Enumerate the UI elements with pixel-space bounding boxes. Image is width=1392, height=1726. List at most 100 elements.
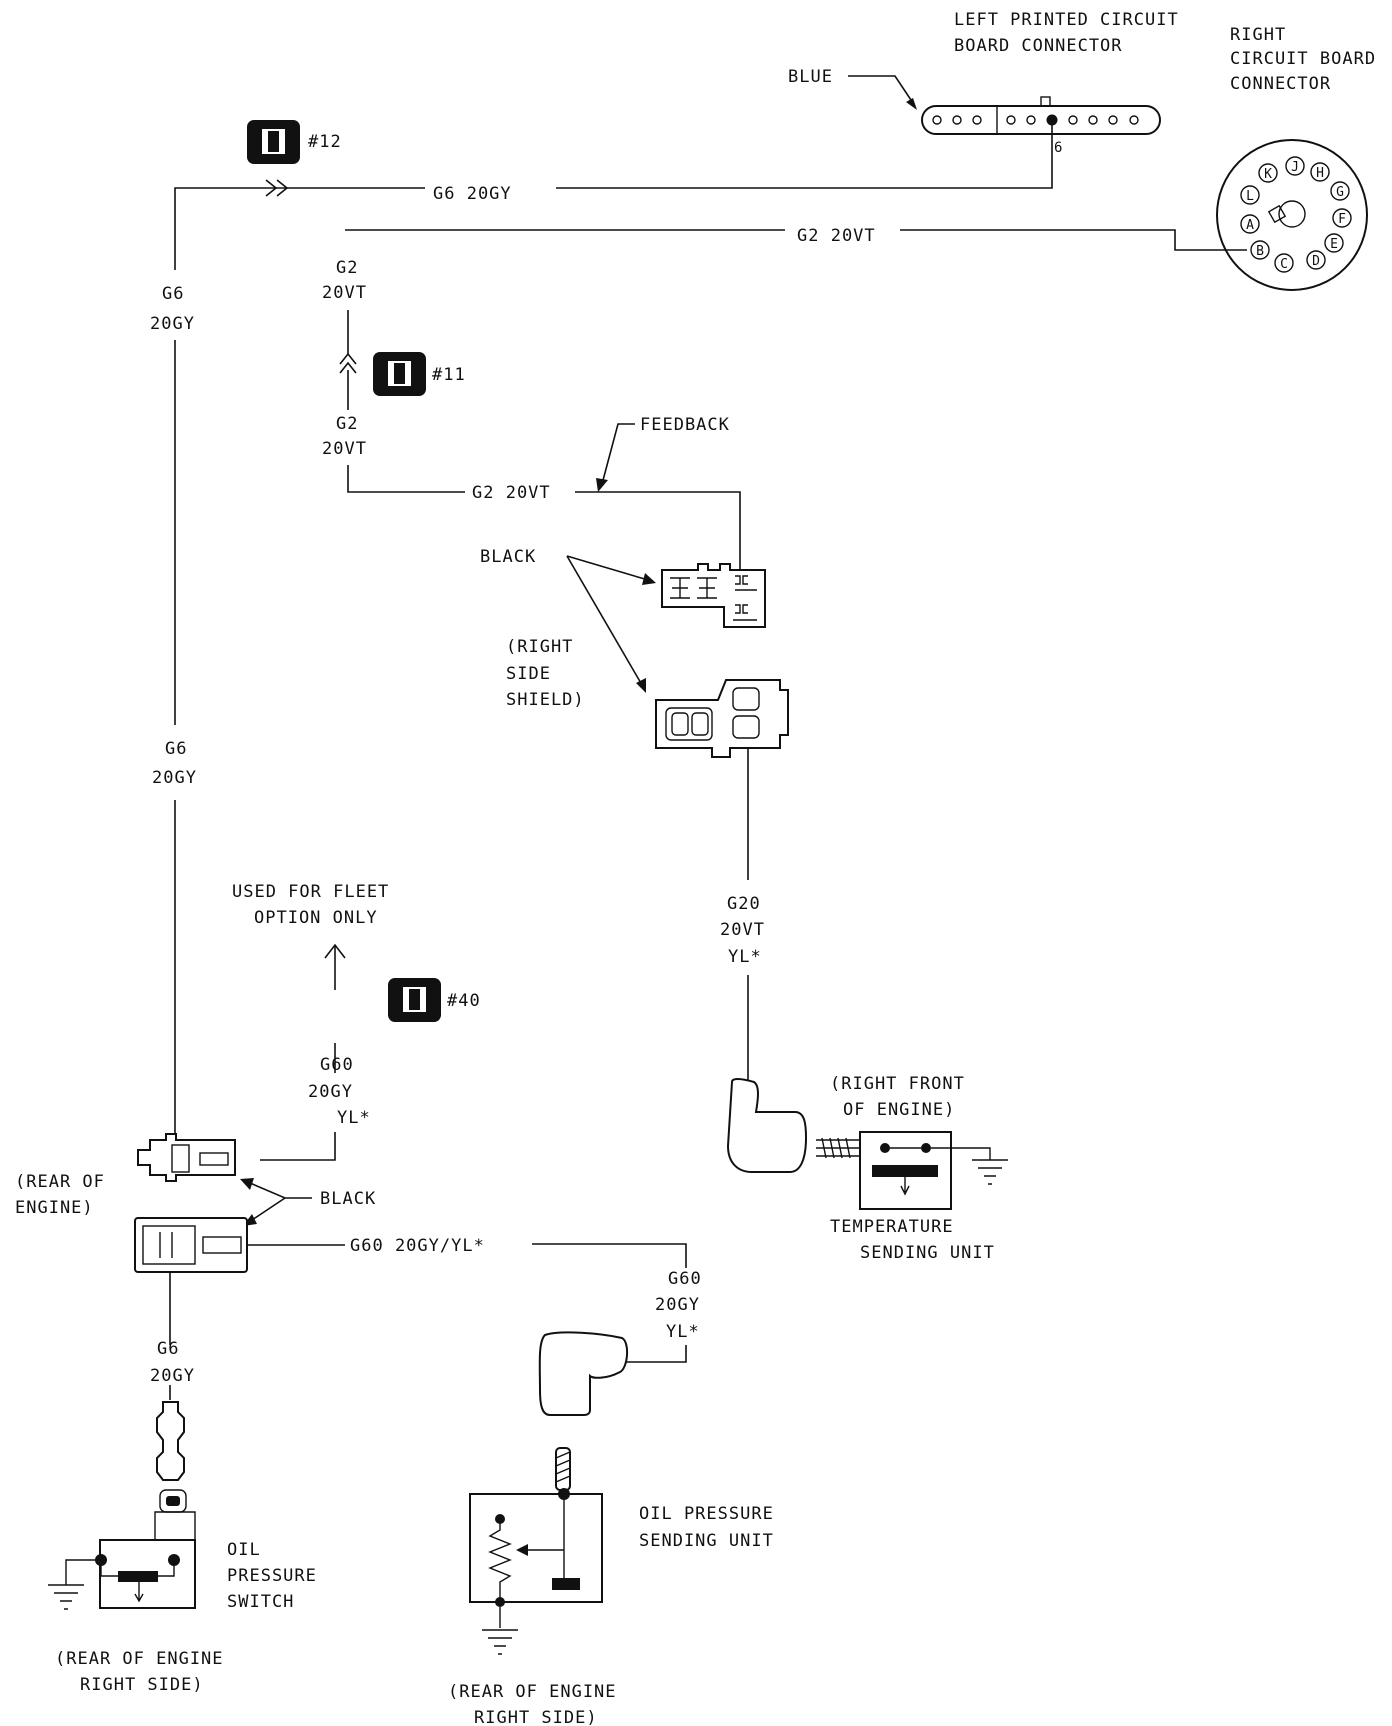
black-bottom-leader-2 <box>251 1197 286 1221</box>
oil-pressure-switch-plug <box>156 1401 185 1481</box>
oil-pressure-sending-unit-label-2: SENDING UNIT <box>639 1531 774 1551</box>
badge-12-label: #12 <box>308 132 342 152</box>
oil-pressure-switch-label-2: PRESSURE <box>227 1566 317 1586</box>
oil-pressure-sending-unit <box>469 1447 603 1655</box>
g60-right-label-1: G60 <box>668 1269 702 1289</box>
oil-pressure-switch <box>48 1489 196 1610</box>
pin-c-ring <box>1274 253 1294 273</box>
black-top-leader-1 <box>566 555 649 581</box>
pin-b-ring <box>1250 240 1270 260</box>
g20-label-3: YL* <box>728 947 762 967</box>
wire-g2-mid-left <box>347 465 465 493</box>
wire-g6-top-left <box>174 187 425 270</box>
g2-label-a: G2 <box>336 258 358 278</box>
connector-badge-11 <box>373 352 426 396</box>
oil-pressure-switch-label-3: SWITCH <box>227 1592 294 1612</box>
pin-l-label: L <box>1246 189 1254 204</box>
g6-label-b: G6 <box>165 739 187 759</box>
feedback-arrowhead <box>596 478 608 492</box>
rear-of-engine-label-1: (REAR OF <box>15 1172 105 1192</box>
black-bottom-leader-1 <box>249 1182 312 1199</box>
feedback-label: FEEDBACK <box>640 415 730 435</box>
pin-e-label: E <box>1330 237 1338 252</box>
oil-pressure-boot-connector <box>538 1331 628 1416</box>
pin-c-label: C <box>1280 257 1288 272</box>
20vt-label-b: 20VT <box>322 439 367 459</box>
fleet-label-1: USED FOR FLEET <box>232 882 389 902</box>
pin-d-ring <box>1306 250 1326 270</box>
pin-h-label: H <box>1316 166 1324 181</box>
temperature-label: TEMPERATURE <box>830 1217 954 1237</box>
20gy-label-a: 20GY <box>150 314 195 334</box>
feedback-leader <box>601 423 635 485</box>
pin-d-label: D <box>1312 254 1320 269</box>
black-top-arrowhead-2 <box>636 678 646 693</box>
badge-40-label: #40 <box>447 991 481 1011</box>
pin-a-label: A <box>1246 218 1254 233</box>
g60-label-2: 20GY <box>308 1082 353 1102</box>
left-printed-circuit-board-connector <box>921 96 1161 135</box>
right-side-shield-label-2: SIDE <box>506 664 551 684</box>
wire-g6-top-right <box>556 120 1053 189</box>
temperature-boot-connector <box>726 1078 808 1173</box>
rear-engine-right-side-right-label-1: (REAR OF ENGINE <box>448 1682 617 1702</box>
black-connector-lower <box>655 679 789 758</box>
right-side-shield-label-1: (RIGHT <box>506 637 573 657</box>
g2-label-b: G2 <box>336 414 358 434</box>
pin-l-ring <box>1240 185 1260 205</box>
pin-e-ring <box>1324 233 1344 253</box>
pin-k-label: K <box>1264 167 1272 182</box>
pin-h-ring <box>1310 162 1330 182</box>
oil-pressure-sending-unit-label-1: OIL PRESSURE <box>639 1504 774 1524</box>
g60-label-1: G60 <box>320 1055 354 1075</box>
black-top-label: BLACK <box>480 547 536 567</box>
rear-of-engine-label-2: ENGINE) <box>15 1198 94 1218</box>
left-pcb-label-line2: BOARD CONNECTOR <box>954 36 1123 56</box>
g6-label-a: G6 <box>162 284 184 304</box>
right-cb-label-line1: RIGHT <box>1230 25 1286 45</box>
oil-pressure-switch-label-1: OIL <box>227 1540 261 1560</box>
wire-g60-fleet-to-connector <box>260 1132 336 1161</box>
right-front-engine-label-2: OF ENGINE) <box>843 1100 955 1120</box>
rear-engine-right-side-left-label-1: (REAR OF ENGINE <box>55 1649 224 1669</box>
20gy-label-c: 20GY <box>150 1366 195 1386</box>
pin-b-label: B <box>1256 244 1264 259</box>
pin-a-ring <box>1240 214 1260 234</box>
wire-g2-mid-right <box>575 491 741 572</box>
pin-g-ring <box>1330 181 1350 201</box>
wire-connector-12-chevrons <box>265 179 289 197</box>
g20-label-2: 20VT <box>720 920 765 940</box>
g20-label-1: G20 <box>727 894 761 914</box>
rear-engine-right-side-right-label-2: RIGHT SIDE) <box>474 1708 598 1726</box>
wire-connector-11-chevrons <box>339 352 357 374</box>
20gy-label-b: 20GY <box>152 768 197 788</box>
black-bottom-label: BLACK <box>320 1189 376 1209</box>
g6-20gy-top-label: G6 20GY <box>433 184 512 204</box>
black-connector-upper <box>661 563 766 628</box>
fleet-label-2: OPTION ONLY <box>254 908 378 928</box>
black-top-leader-2 <box>566 555 643 686</box>
blue-label: BLUE <box>788 67 833 87</box>
g60-label-3: YL* <box>337 1108 371 1128</box>
rear-connector-lower <box>134 1217 248 1273</box>
right-side-shield-label-3: SHIELD) <box>506 690 585 710</box>
fleet-arrowhead <box>324 943 346 959</box>
black-bottom-arrowhead-1 <box>240 1178 254 1190</box>
g60-long-label: G60 20GY/YL* <box>350 1236 485 1256</box>
rear-connector-upper <box>137 1133 236 1182</box>
pin-j-label: J <box>1291 160 1299 175</box>
wire-g60-to-boot <box>600 1345 687 1363</box>
right-cb-label-line3: CONNECTOR <box>1230 74 1331 94</box>
pin-f-ring <box>1332 208 1352 228</box>
blue-arrowhead <box>906 98 917 110</box>
black-top-arrowhead-1 <box>642 573 656 585</box>
blue-leader-arrow <box>848 75 916 107</box>
g60-right-label-3: YL* <box>666 1322 700 1342</box>
g2-20vt-top-label: G2 20VT <box>797 226 876 246</box>
pin-g-label: G <box>1336 185 1344 200</box>
pin-6-label: 6 <box>1054 140 1063 156</box>
connector-badge-40 <box>388 978 441 1022</box>
right-front-engine-label-1: (RIGHT FRONT <box>830 1074 965 1094</box>
